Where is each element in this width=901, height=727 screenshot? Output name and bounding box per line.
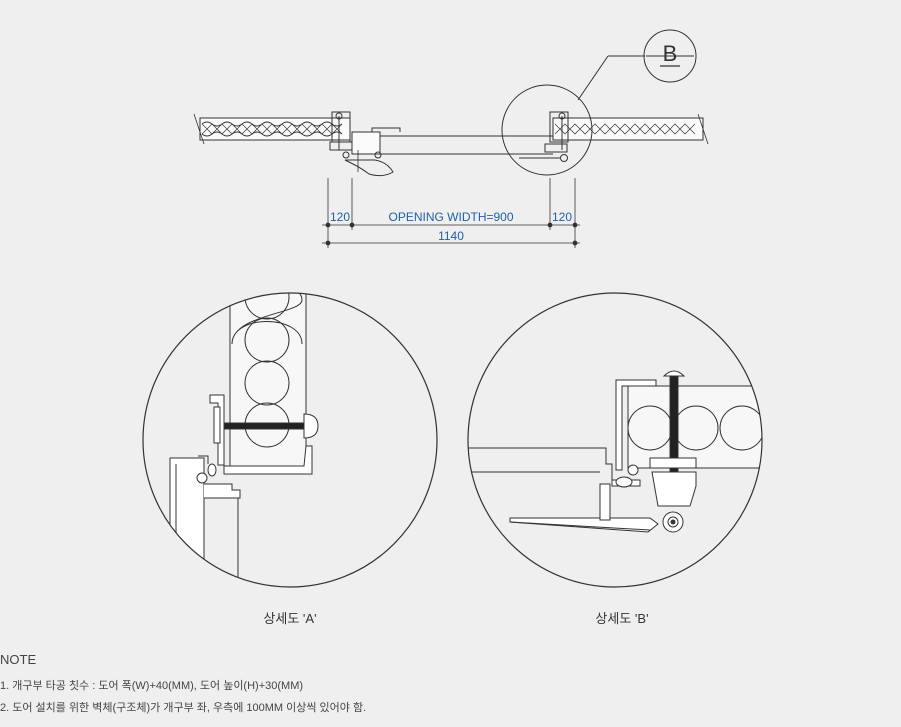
dim-opening-label: OPENING WIDTH=900 bbox=[388, 210, 513, 224]
notes-title: NOTE bbox=[0, 652, 37, 667]
left-door-frame bbox=[329, 111, 401, 177]
plan-view bbox=[193, 29, 709, 248]
door-leaf bbox=[380, 135, 560, 159]
callout-leader bbox=[577, 55, 609, 101]
notes-section: NOTE 1. 개구부 타공 칫수 : 도어 폭(W)+40(MM), 도어 높… bbox=[0, 652, 366, 719]
detail-a bbox=[142, 292, 438, 588]
detail-b bbox=[467, 292, 763, 588]
dimension-lines bbox=[322, 178, 580, 248]
note-item-1: 1. 개구부 타공 칫수 : 도어 폭(W)+40(MM), 도어 높이(H)+… bbox=[0, 680, 304, 692]
dim-total-label: 1140 bbox=[438, 229, 464, 243]
left-wall-panel bbox=[193, 113, 351, 145]
detail-a-caption: 상세도 'A' bbox=[263, 611, 317, 626]
note-item-2: 2. 도어 설치를 위한 벽체(구조체)가 개구부 좌, 우측에 100MM 이… bbox=[0, 702, 367, 714]
detail-b-circle bbox=[501, 84, 593, 176]
detail-b-caption: 상세도 'B' bbox=[595, 611, 649, 626]
right-door-frame bbox=[544, 111, 569, 162]
callout-label: B bbox=[663, 41, 678, 66]
door-installation-drawing: B 120 OPENING WIDTH=900 120 1140 bbox=[142, 29, 763, 588]
callout-b-circle bbox=[643, 29, 697, 83]
dim-right-label: 120 bbox=[552, 210, 572, 224]
right-wall-panel bbox=[552, 113, 709, 145]
dim-left-label: 120 bbox=[330, 210, 350, 224]
